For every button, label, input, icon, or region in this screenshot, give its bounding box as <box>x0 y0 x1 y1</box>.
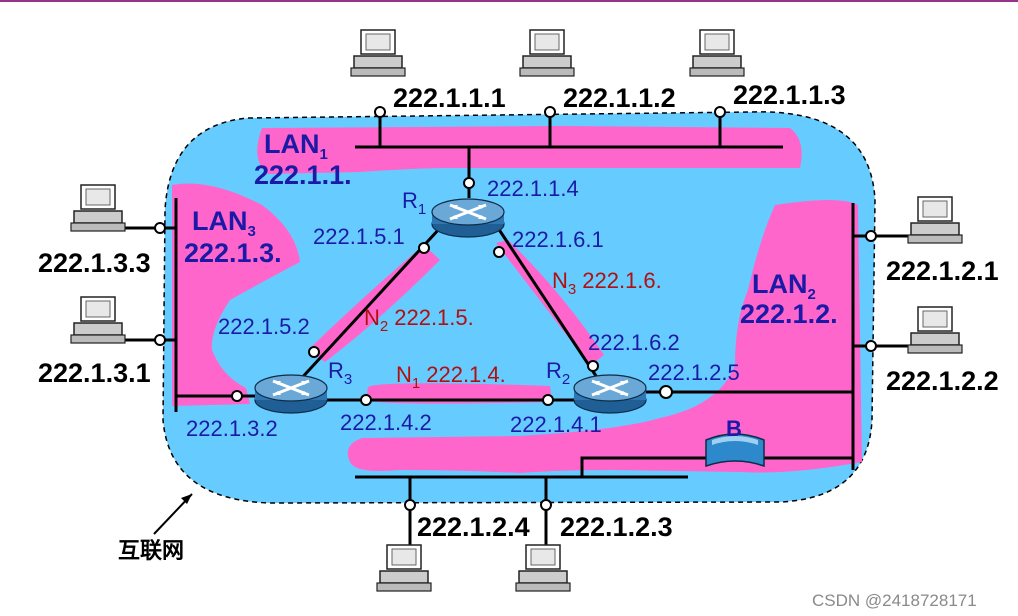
bridge: B <box>705 416 765 468</box>
r2-iface-n1: 222.1.4.1 <box>510 412 602 437</box>
n3-name: N <box>552 268 568 293</box>
host-addr: 222.1.1.1 <box>393 83 506 113</box>
r1-name: R <box>402 188 418 213</box>
host-addr: 222.1.2.2 <box>886 366 999 396</box>
lan2-name: LAN2 <box>752 269 816 303</box>
lan2-highlight <box>347 200 862 473</box>
pc-icon <box>70 296 126 344</box>
pc-icon <box>70 184 126 232</box>
interface-dots <box>154 106 877 511</box>
router-r3 <box>253 373 329 415</box>
n1-name: N <box>396 362 412 387</box>
n3-subscript: 3 <box>568 281 576 298</box>
pc-icon <box>689 29 745 77</box>
lan2-subscript: 2 <box>808 286 816 303</box>
n3-link <box>496 227 602 383</box>
router-r2 <box>572 373 648 415</box>
n3-highlight <box>496 240 604 366</box>
r2-name: R <box>546 358 562 383</box>
pc-icon <box>515 544 571 592</box>
lan2-name-text: LAN <box>752 269 808 299</box>
lan3-subscript: 3 <box>248 223 256 240</box>
n3-label: N3 222.1.6. <box>552 268 662 298</box>
r1-iface-n3: 222.1.6.1 <box>512 227 604 252</box>
n2-label: N2 222.1.5. <box>364 305 474 335</box>
host-addr: 222.1.3.1 <box>38 358 151 388</box>
lan3-prefix: 222.1.3. <box>184 238 282 268</box>
lan3-name: LAN3 <box>192 206 256 240</box>
host-addr: 222.1.2.3 <box>560 512 673 542</box>
pc-icon <box>519 29 575 77</box>
r3-iface-n2: 222.1.5.2 <box>218 314 310 339</box>
r3-iface-n1: 222.1.4.2 <box>340 410 432 435</box>
lan2-prefix: 222.1.2. <box>740 299 838 329</box>
host-addr: 222.1.1.3 <box>733 80 846 110</box>
watermark: CSDN @2418728171 <box>812 591 977 610</box>
host-addr: 222.1.2.4 <box>417 512 530 542</box>
n2-prefix: 222.1.5. <box>394 305 474 330</box>
internet-pointer-arrowhead <box>181 494 192 504</box>
internet-label: 互联网 <box>118 539 184 564</box>
n2-subscript: 2 <box>380 318 388 335</box>
lan1-prefix: 222.1.1. <box>254 160 352 190</box>
n1-label: N1 222.1.4. <box>396 362 506 392</box>
internet-cloud <box>162 111 876 504</box>
r3-iface-lan3: 222.1.3.2 <box>186 416 278 441</box>
lan1-name-text: LAN <box>264 129 320 159</box>
r2-iface-n3: 222.1.6.2 <box>588 330 680 355</box>
router-r1 <box>430 197 506 239</box>
n1-prefix: 222.1.4. <box>426 362 506 387</box>
r1-label: R1 <box>402 188 426 218</box>
pc-icon <box>907 306 963 354</box>
r2-iface-lan2: 222.1.2.5 <box>648 360 740 385</box>
r2-subscript: 2 <box>562 371 570 388</box>
lan3-name-text: LAN <box>192 206 248 236</box>
lan3-highlight <box>172 183 300 406</box>
r1-subscript: 1 <box>418 201 426 218</box>
r3-subscript: 3 <box>344 371 352 388</box>
n2-name: N <box>364 305 380 330</box>
pc-icon <box>907 196 963 244</box>
host-addr: 222.1.3.3 <box>38 248 151 278</box>
n2-link <box>296 226 442 384</box>
n3-prefix: 222.1.6. <box>582 268 662 293</box>
r1-iface-lan1: 222.1.1.4 <box>487 176 579 201</box>
r3-name: R <box>328 358 344 383</box>
lan-highlights <box>172 126 862 473</box>
lan1-name: LAN1 <box>264 129 328 163</box>
host-addr: 222.1.2.1 <box>886 256 999 286</box>
lan1-subscript: 1 <box>320 146 328 163</box>
r2-label: R2 <box>546 358 570 388</box>
r1-iface-n2: 222.1.5.1 <box>313 224 405 249</box>
host-addr: 222.1.1.2 <box>563 83 676 113</box>
n1-subscript: 1 <box>412 375 420 392</box>
lan1-highlight <box>257 126 802 174</box>
n2-highlight <box>308 245 440 362</box>
pc-icon <box>350 29 406 77</box>
pc-icon <box>376 544 432 592</box>
bridge-label: B <box>726 416 742 441</box>
r3-label: R3 <box>328 358 352 388</box>
